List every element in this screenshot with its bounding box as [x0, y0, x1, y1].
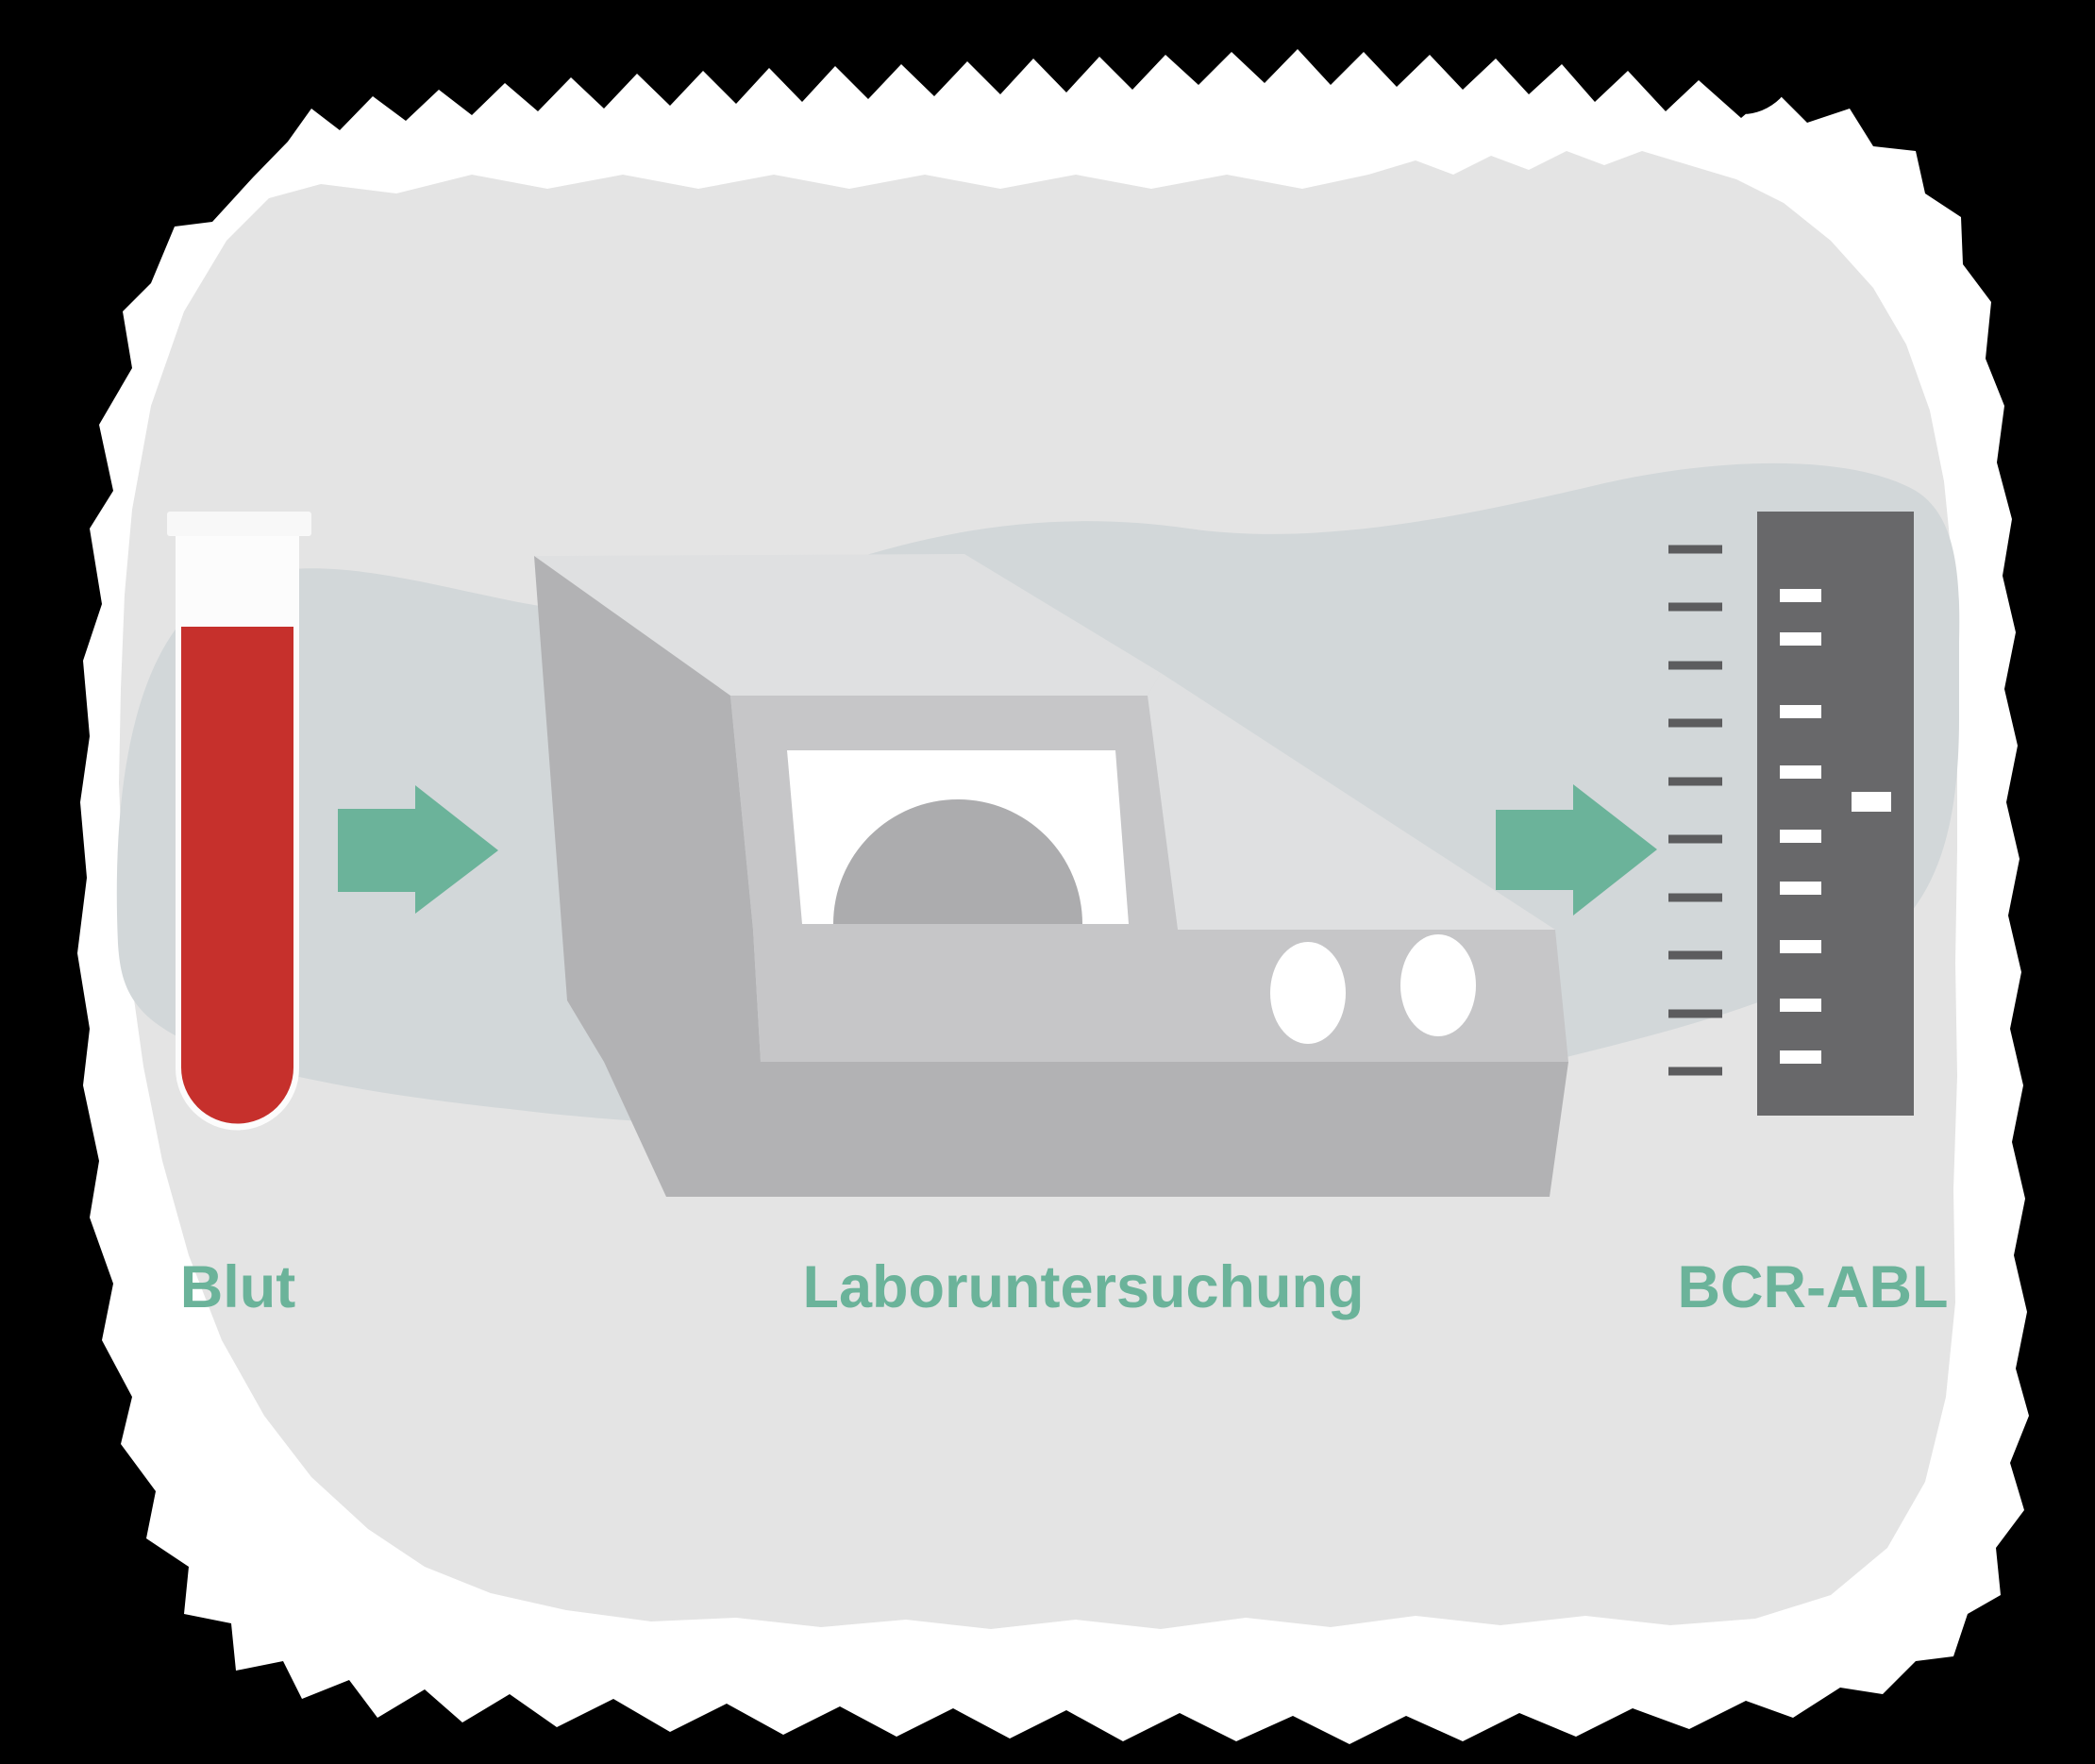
step-label-bcr-abl: BCR-ABL [1678, 1254, 1949, 1320]
ladder-band [1780, 1050, 1821, 1064]
scale-tick [1668, 777, 1722, 786]
paper-tear-notch [1735, 78, 1787, 114]
gel-ladder-bands [1780, 589, 1821, 1064]
scale-tick [1668, 602, 1722, 612]
ladder-band [1780, 940, 1821, 953]
lab-analyzer-icon [534, 554, 1568, 1197]
gel-scale-icon [1668, 512, 1914, 1116]
blood-tube-icon [167, 512, 311, 1131]
step-label-blut: Blut [180, 1254, 295, 1320]
scale-tick [1668, 834, 1722, 844]
ladder-band [1780, 882, 1821, 895]
scale-tick [1668, 893, 1722, 902]
scale-tick [1668, 1067, 1722, 1076]
arrow-right-icon [338, 785, 498, 914]
machine-button [1400, 934, 1476, 1036]
machine-base-front [753, 930, 1568, 1062]
step-label-laboruntersuchung: Laboruntersuchung [803, 1254, 1365, 1320]
ladder-band [1780, 705, 1821, 718]
scale-tick-marks [1668, 545, 1722, 1076]
scale-tick [1668, 718, 1722, 728]
tube-cap [167, 512, 311, 536]
scale-tick [1668, 1009, 1722, 1018]
ladder-band [1780, 632, 1821, 646]
tube-blood [181, 627, 293, 1124]
arrow-right-icon [1496, 784, 1657, 916]
machine-right-slope [1148, 673, 1555, 930]
machine-base-bottom [604, 1062, 1568, 1197]
machine-left-panel [534, 556, 761, 1062]
ladder-band [1780, 830, 1821, 843]
scale-tick [1668, 661, 1722, 670]
gel-sample-band [1852, 792, 1891, 812]
scale-tick [1668, 545, 1722, 554]
gel-lane-bar [1757, 512, 1914, 1116]
ladder-band [1780, 999, 1821, 1012]
ladder-band [1780, 589, 1821, 602]
paper-tear-notch [1881, 110, 1905, 131]
machine-button [1270, 942, 1346, 1044]
scale-tick [1668, 950, 1722, 960]
machine-lid-top [534, 554, 1161, 696]
ladder-band [1780, 765, 1821, 779]
machine-screen-dome [833, 799, 1082, 924]
